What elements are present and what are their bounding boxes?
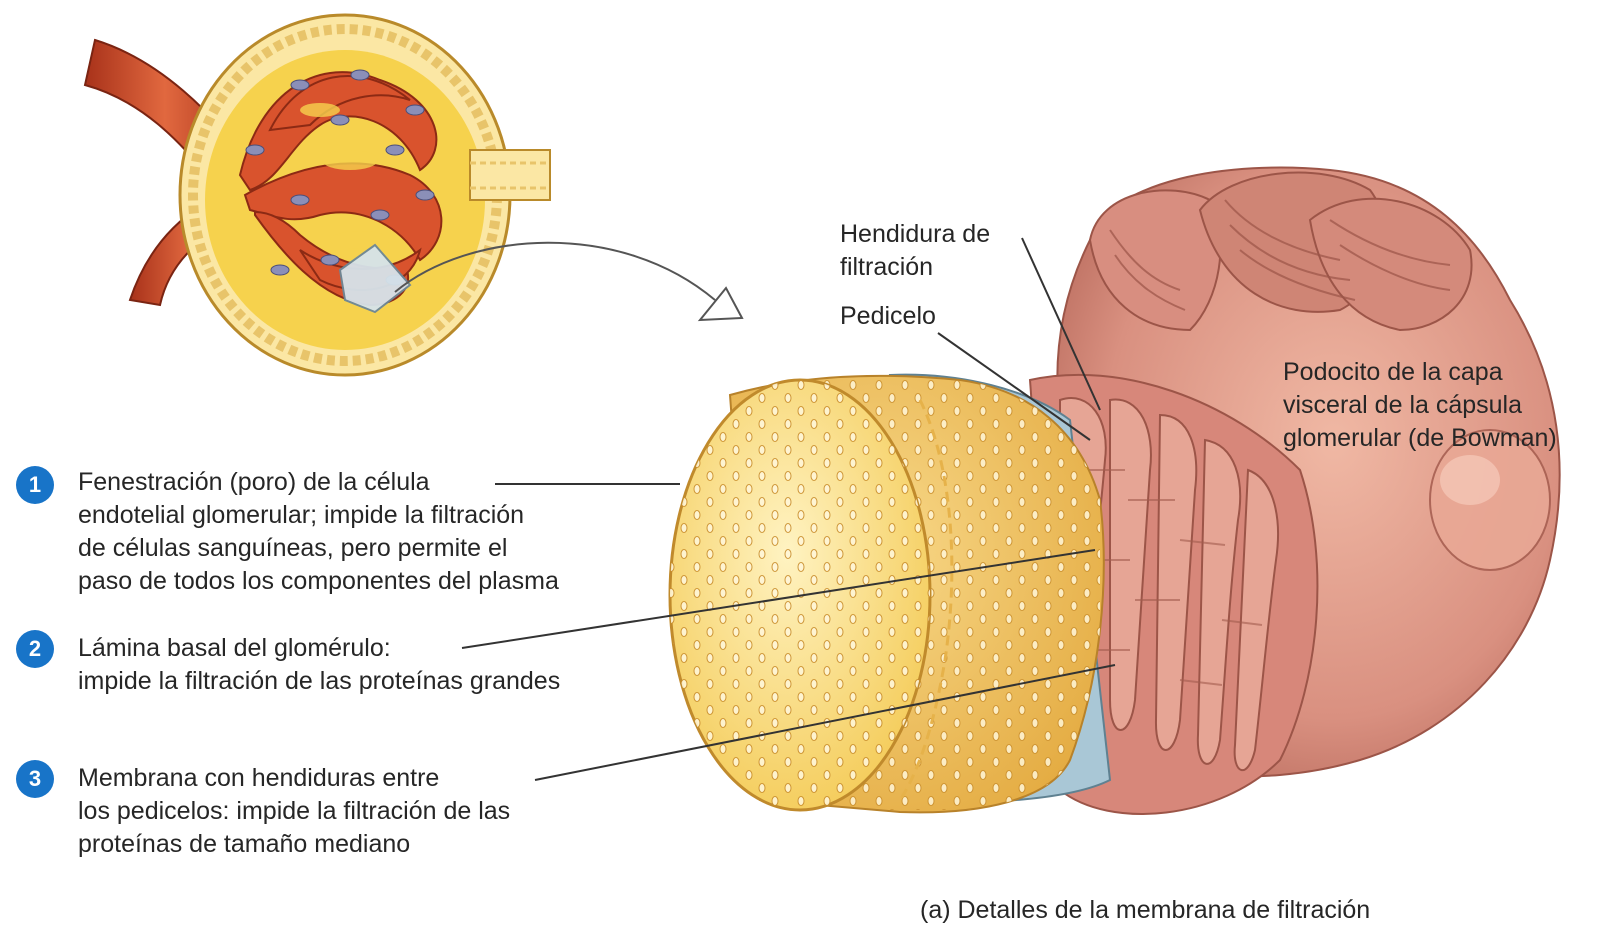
podocyte-label-line-2: visceral de la cápsula [1283,391,1523,419]
item-2-line-2: impide la filtración de las proteínas gr… [78,667,561,695]
item-3-line-1: Membrana con hendiduras entre [78,764,440,792]
leader-lines [461,237,1116,781]
glomerulus-inset [83,13,744,377]
item-2-text: Lámina basal del glomérulo: impide la fi… [78,632,560,698]
item-1-line-3: de células sanguíneas, pero permite el [78,534,508,562]
item-1-badge: 1 [16,466,54,504]
item-1-line-4: paso de todos los componentes del plasma [78,567,559,595]
podocyte-label-line-1: Podocito de la capa [1283,358,1503,386]
item-3-line-3: proteínas de tamaño mediano [78,830,411,858]
podocyte-label: Podocito de la capa visceral de la cápsu… [1283,356,1557,455]
podocyte-label-line-3: glomerular (de Bowman) [1283,424,1557,452]
slit-label-line-1: Hendidura de [840,220,991,248]
item-3-text: Membrana con hendiduras entre los pedice… [78,762,510,861]
item-1-text: Fenestración (poro) de la célula endotel… [78,466,559,598]
item-1-line-1: Fenestración (poro) de la célula [78,468,430,496]
item-3-badge: 3 [16,760,54,798]
slit-label: Hendidura de filtración [840,218,990,284]
slit-label-line-2: filtración [840,253,934,281]
item-3-line-2: los pedicelos: impide la filtración de l… [78,797,511,825]
item-1-line-2: endotelial glomerular; impide la filtrac… [78,501,525,529]
capillary-endothelium [668,373,1112,814]
item-2-badge: 2 [16,630,54,668]
item-2-line-1: Lámina basal del glomérulo: [78,634,391,662]
pedicel-label: Pedicelo [840,302,936,330]
figure-caption: (a) Detalles de la membrana de filtració… [920,896,1371,924]
